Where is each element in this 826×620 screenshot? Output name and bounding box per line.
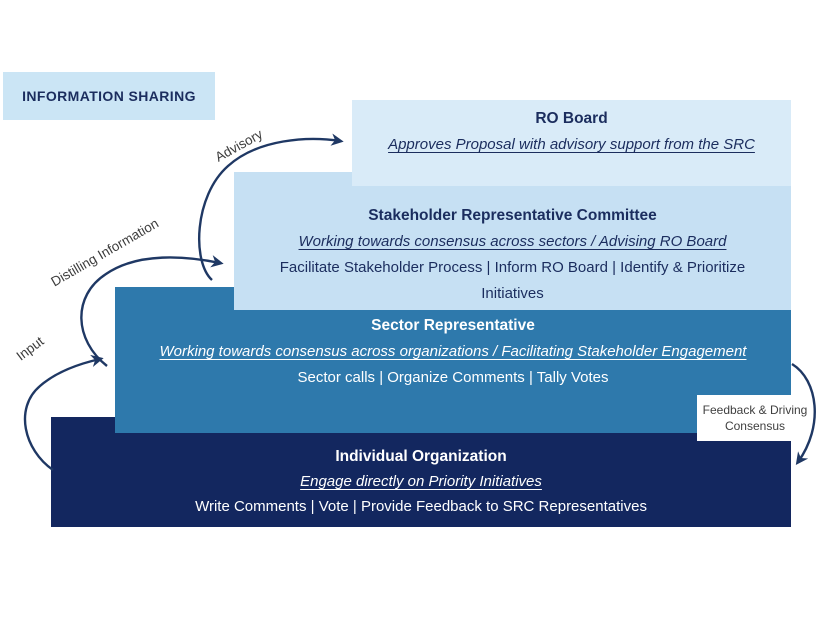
sector-activities: Sector calls | Organize Comments | Tally…: [297, 369, 609, 386]
src-title: Stakeholder Representative Committee: [368, 207, 657, 224]
org-subtitle: Engage directly on Priority Initiatives: [300, 473, 542, 490]
org-activities: Write Comments | Vote | Provide Feedback…: [195, 498, 647, 515]
ro-board-title: RO Board: [535, 110, 608, 127]
diagram-title: INFORMATION SHARING: [3, 72, 215, 120]
individual-organization-box: Individual Organization Engage directly …: [51, 417, 791, 527]
org-title: Individual Organization: [335, 448, 507, 465]
feedback-driving-consensus-label: Feedback & Driving Consensus: [697, 395, 813, 441]
advisory-flow-label: Advisory: [212, 126, 266, 165]
sector-title: Sector Representative: [371, 317, 535, 334]
src-activities: Facilitate Stakeholder Process | Inform …: [279, 259, 746, 302]
ro-board-subtitle: Approves Proposal with advisory support …: [388, 136, 755, 153]
src-subtitle: Working towards consensus across sectors…: [298, 233, 727, 250]
ro-board-box: RO Board Approves Proposal with advisory…: [352, 100, 791, 186]
stakeholder-representative-committee-box: Stakeholder Representative Committee Wor…: [234, 172, 791, 310]
sector-subtitle: Working towards consensus across organiz…: [159, 343, 747, 360]
distilling-information-flow-label: Distilling Information: [48, 215, 162, 290]
input-flow-label: Input: [13, 333, 47, 364]
sector-representative-box: Sector Representative Working towards co…: [115, 287, 791, 433]
